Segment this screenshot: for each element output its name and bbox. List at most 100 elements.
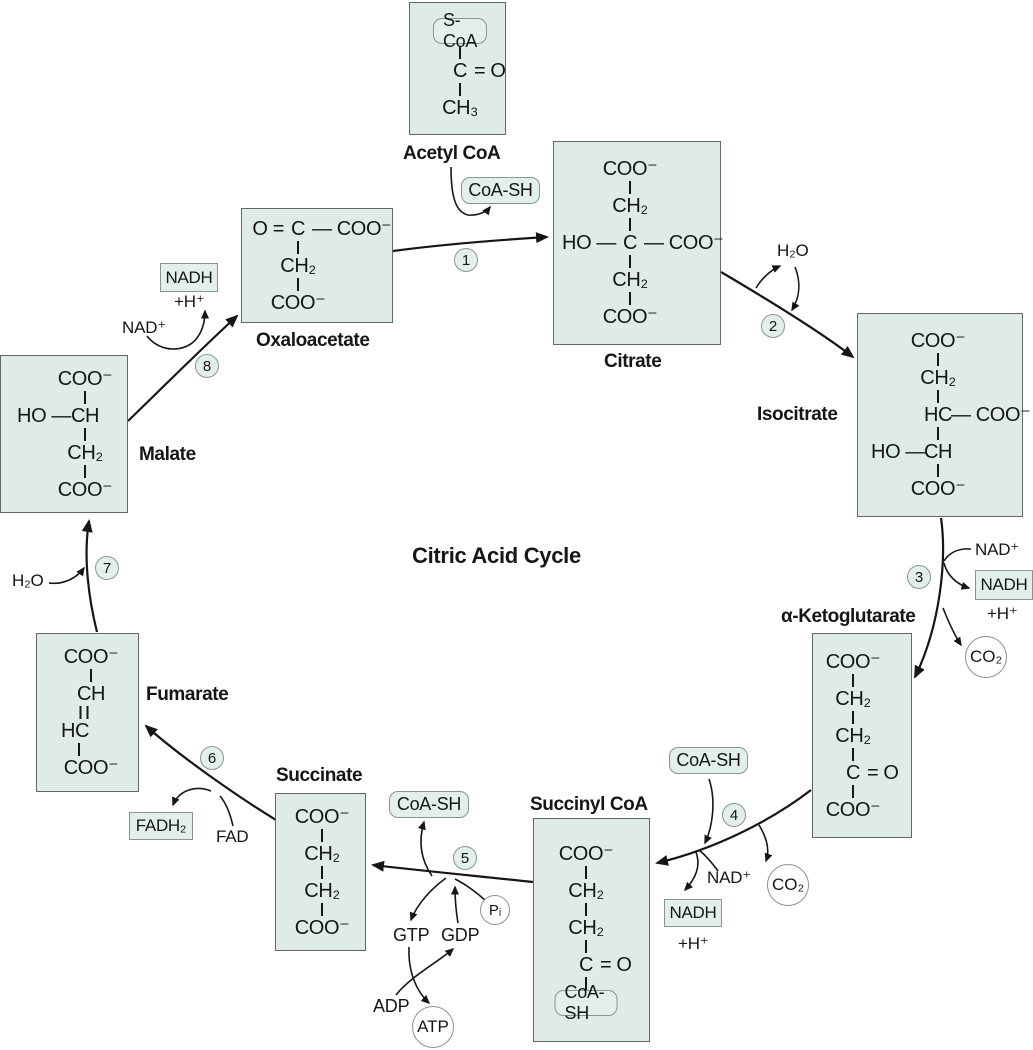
atom-left: HO — (17, 404, 71, 427)
isocitrate-box: COO⁻ CH₂ HC — COO⁻ HO — CH COO⁻ (857, 313, 1031, 517)
s-coa-chip: S-CoA (432, 10, 488, 51)
alpha-ketoglutarate-label: α-Ketoglutarate (781, 606, 916, 627)
atom-left: HO — (871, 441, 925, 463)
atom-row: C = O (813, 761, 911, 785)
atom-center: COO⁻ (602, 158, 658, 180)
atom-row: HO — C — COO⁻ (554, 231, 724, 255)
bond-vertical (37, 743, 138, 756)
step-8-badge: 8 (195, 354, 219, 378)
atom-center: HC (60, 720, 90, 742)
atom-center: COO⁻ (910, 330, 966, 352)
atom-row: CH₂ (554, 194, 720, 218)
arrow-pi-in-step5 (454, 878, 487, 902)
atom-row: COO⁻ (858, 329, 1022, 353)
atom-center: COO⁻ (57, 478, 113, 501)
atom-row: COO⁻ (37, 756, 138, 780)
atom-row: COO⁻ (37, 645, 138, 669)
arrow-coash-in-step4 (704, 778, 714, 845)
atom-center: CH₂ (920, 367, 956, 389)
step-2-badge: 2 (761, 314, 785, 338)
fad-label-step6: FAD (216, 827, 249, 846)
atom-row: CH₂ (276, 879, 365, 903)
atom-row: CoA-SH (534, 982, 649, 1023)
step-number: 5 (460, 849, 470, 867)
atom-row: HC — COO⁻ (858, 403, 1031, 427)
nad-label-step4: NAD⁺ (707, 868, 752, 887)
bond-vertical (242, 277, 392, 291)
fadh2-box-step6: FADH₂ (129, 812, 193, 840)
arrow-nadh-out-step3 (943, 562, 971, 590)
atom-row: CH₂ (813, 724, 911, 748)
atom-row: CH₂ (534, 879, 649, 903)
h2o-label-step2: H₂O (777, 241, 809, 260)
fumarate-box: COO⁻ CH HC COO⁻ (36, 633, 139, 792)
coa-sh-chip: CoA-SH (554, 982, 618, 1023)
bond-vertical (1, 390, 127, 404)
atom-left: HO — (562, 232, 616, 254)
adp-label-step5: ADP (373, 996, 410, 1016)
atom-row: COO⁻ (1, 367, 127, 391)
step-3-badge: 3 (907, 565, 931, 589)
oxaloacetate-label: Oxaloacetate (256, 330, 370, 351)
step-6-badge: 6 (200, 746, 224, 770)
plus-h-label-step8: +H⁺ (174, 292, 205, 311)
bond-vertical (554, 218, 720, 231)
acetyl-coa-box: S-CoA C = O CH₃ (409, 2, 506, 135)
bond-double (37, 706, 138, 719)
atom-left: O = (252, 217, 284, 240)
atom-center: COO⁻ (63, 757, 119, 779)
citrate-label: Citrate (604, 351, 662, 372)
atom-center: CH₂ (835, 724, 871, 747)
atom-row: C = O (410, 59, 506, 83)
atom-center: CH₂ (612, 269, 648, 291)
atom-center: COO⁻ (602, 306, 658, 328)
arrow-step2-main (720, 271, 855, 359)
atom-center: COO⁻ (294, 805, 350, 828)
arrow-h2o-in-step2 (791, 266, 800, 312)
arrow-adp-in-step5 (395, 948, 455, 996)
step-number: 3 (914, 568, 924, 586)
co2-circle-step3: CO₂ (965, 636, 1007, 678)
atom-center: CH₂ (280, 254, 316, 277)
coa-sh-chip-step1: CoA-SH (461, 177, 540, 204)
atom-center: COO⁻ (910, 478, 966, 500)
diagram-title: Citric Acid Cycle (412, 543, 581, 568)
atom-center: CH₃ (442, 96, 478, 119)
atom-center: C (845, 761, 861, 784)
bond-vertical (276, 828, 365, 842)
succinate-box: COO⁻ CH₂ CH₂ COO⁻ (275, 793, 366, 951)
bond-vertical (858, 390, 1022, 403)
step-number: 1 (461, 251, 471, 269)
atom-center: CH₂ (568, 880, 604, 902)
arrow-fadh2-out-step6 (172, 787, 212, 807)
atom-row: COO⁻ (554, 157, 720, 181)
atom-row: C = O (534, 953, 649, 977)
alpha-ketoglutarate-box: COO⁻ CH₂ CH₂ C = O COO⁻ (812, 633, 912, 838)
arrow-co2-out-step4 (758, 824, 773, 863)
atom-row: COO⁻ (858, 477, 1022, 501)
atom-row: CH₂ (858, 366, 1022, 390)
step-5-badge: 5 (453, 846, 477, 870)
bond-vertical (858, 353, 1022, 366)
bond-vertical (534, 866, 649, 879)
nadh-box-step3: NADH (975, 570, 1033, 600)
atom-row: COO⁻ (242, 291, 392, 315)
arrow-nadh-out-step4 (683, 851, 699, 892)
bond-vertical (534, 940, 649, 953)
fumarate-label: Fumarate (146, 684, 229, 705)
atom-center: CH₂ (612, 195, 648, 217)
atom-center: CH₂ (304, 879, 340, 902)
plus-h-label-step3: +H⁺ (987, 604, 1018, 623)
atom-row: HO — CH (858, 440, 1022, 464)
malate-label: Malate (139, 444, 196, 465)
atom-right: — COO⁻ (644, 232, 724, 254)
atom-center: COO⁻ (825, 798, 881, 821)
atom-center: COO⁻ (294, 916, 350, 939)
atom-row: COO⁻ (276, 916, 365, 940)
atom-right: = O (474, 59, 506, 82)
atom-right: = O (600, 954, 632, 976)
bond-vertical (858, 464, 1022, 477)
arrow-step7-main (81, 519, 99, 633)
bond-vertical (813, 710, 911, 724)
